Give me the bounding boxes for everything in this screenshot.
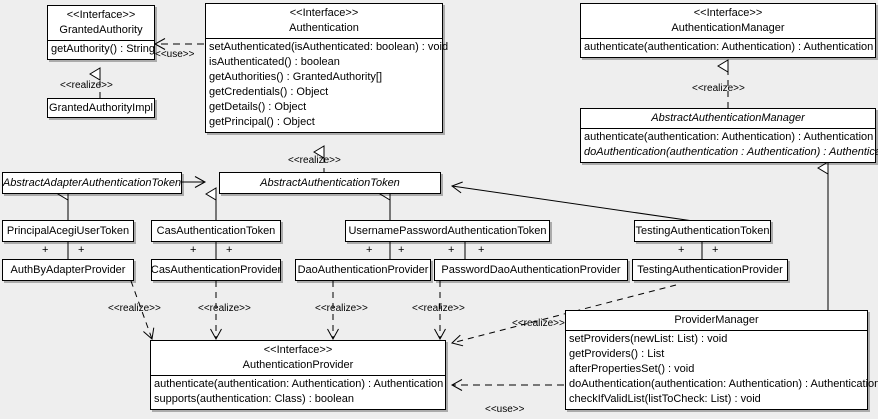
class-name: TestingAuthenticationProvider xyxy=(637,264,783,276)
class-dao-authentication-provider[interactable]: DaoAuthenticationProvider xyxy=(295,259,431,281)
method-item: afterPropertiesSet() : void xyxy=(569,363,695,375)
method-item: supports(authentication: Class) : boolea… xyxy=(154,393,354,405)
label-use-authentication-granted-authority: <<use>> xyxy=(155,49,195,60)
class-testing-authentication-token[interactable]: TestingAuthenticationToken xyxy=(634,220,771,242)
method-item: authenticate(authentication: Authenticat… xyxy=(584,131,874,143)
class-name: Authentication xyxy=(289,22,359,34)
label-realize-granted-authority-impl: <<realize>> xyxy=(60,80,113,91)
method-compartment: setProviders(newList: List) : void getPr… xyxy=(566,330,878,409)
method-compartment: authenticate(authentication: Authenticat… xyxy=(581,128,878,162)
method-compartment: authenticate(authentication: Authenticat… xyxy=(151,375,445,409)
method-item: getDetails() : Object xyxy=(209,101,307,113)
class-name: DaoAuthenticationProvider xyxy=(297,264,429,276)
class-name: AbstractAdapterAuthenticationToken xyxy=(2,177,182,189)
method-item: getProviders() : List xyxy=(569,348,665,360)
class-password-dao-authentication-provider[interactable]: PasswordDaoAuthenticationProvider xyxy=(434,259,628,281)
assoc-plus-marker: + xyxy=(366,244,373,256)
class-header: <<Interface>> AuthenticationManager xyxy=(581,4,875,38)
method-item: getAuthority() : String xyxy=(51,43,155,55)
class-name: AuthByAdapterProvider xyxy=(10,264,126,276)
method-item: setProviders(newList: List) : void xyxy=(569,333,728,345)
label-realize-dao-authentication-provider: <<realize>> xyxy=(315,303,368,314)
class-name: TestingAuthenticationToken xyxy=(635,225,770,237)
label-realize-password-dao-authentication-provider: <<realize>> xyxy=(412,303,465,314)
class-name: AuthenticationManager xyxy=(671,22,785,34)
method-item: authenticate(authentication: Authenticat… xyxy=(584,41,874,53)
class-principal-acegi-user-token[interactable]: PrincipalAcegiUserToken xyxy=(2,220,134,242)
class-abstract-adapter-authentication-token[interactable]: AbstractAdapterAuthenticationToken xyxy=(2,172,182,194)
method-item: getCredentials() : Object xyxy=(209,86,329,98)
class-provider-manager[interactable]: ProviderManager setProviders(newList: Li… xyxy=(565,310,878,410)
label-realize-cas-authentication-provider: <<realize>> xyxy=(198,303,251,314)
class-name: CasAuthenticationProvider xyxy=(150,264,282,276)
method-item: isAuthenticated() : boolean xyxy=(209,56,340,68)
class-name: PrincipalAcegiUserToken xyxy=(6,225,130,237)
assoc-plus-marker: + xyxy=(678,244,685,256)
class-authentication-provider[interactable]: <<Interface>> AuthenticationProvider aut… xyxy=(150,340,446,410)
label-use-provider-manager-authentication-provider: <<use>> xyxy=(485,404,525,415)
class-name: AbstractAuthenticationToken xyxy=(260,177,400,189)
class-name: UsernamePasswordAuthenticationToken xyxy=(348,225,547,237)
class-header: AbstractAuthenticationManager xyxy=(581,109,875,128)
class-authentication-manager[interactable]: <<Interface>> AuthenticationManager auth… xyxy=(580,3,876,58)
class-granted-authority-impl[interactable]: GrantedAuthorityImpl xyxy=(47,98,155,118)
edge-generalize-testing-authentication-token xyxy=(450,181,701,223)
method-compartment: authenticate(authentication: Authenticat… xyxy=(581,38,875,57)
assoc-plus-marker: + xyxy=(448,244,455,256)
stereotype-label: <<Interface>> xyxy=(263,344,333,356)
method-item: doAuthentication(authentication : Authen… xyxy=(584,146,878,158)
class-cas-authentication-token[interactable]: CasAuthenticationToken xyxy=(151,220,281,242)
assoc-plus-marker: + xyxy=(226,244,233,256)
assoc-plus-marker: + xyxy=(190,244,197,256)
class-name: PasswordDaoAuthenticationProvider xyxy=(441,264,621,276)
class-auth-by-adapter-provider[interactable]: AuthByAdapterProvider xyxy=(2,259,134,281)
class-abstract-authentication-manager[interactable]: AbstractAuthenticationManager authentica… xyxy=(580,108,878,163)
method-compartment: getAuthority() : String xyxy=(48,40,155,59)
assoc-plus-marker: + xyxy=(42,244,49,256)
stereotype-label: <<Interface>> xyxy=(66,9,136,21)
stereotype-label: <<Interface>> xyxy=(289,7,359,19)
label-realize-abstract-authentication-manager: <<realize>> xyxy=(692,83,745,94)
class-name: ProviderManager xyxy=(674,314,759,326)
class-name: CasAuthenticationToken xyxy=(156,225,276,237)
class-name: GrantedAuthority xyxy=(59,24,143,36)
method-item: getPrincipal() : Object xyxy=(209,116,315,128)
method-item: getAuthorities() : GrantedAuthority[] xyxy=(209,71,383,83)
assoc-plus-marker: + xyxy=(712,244,719,256)
class-header: ProviderManager xyxy=(566,311,867,330)
class-name: AuthenticationProvider xyxy=(242,359,354,371)
assoc-plus-marker: + xyxy=(398,244,405,256)
class-cas-authentication-provider[interactable]: CasAuthenticationProvider xyxy=(151,259,281,281)
class-name: AbstractAuthenticationManager xyxy=(651,112,805,124)
label-realize-auth-by-adapter-provider: <<realize>> xyxy=(108,303,161,314)
class-abstract-authentication-token[interactable]: AbstractAuthenticationToken xyxy=(219,172,441,194)
class-testing-authentication-provider[interactable]: TestingAuthenticationProvider xyxy=(632,259,788,281)
class-username-password-authentication-token[interactable]: UsernamePasswordAuthenticationToken xyxy=(345,220,550,242)
method-item: checkIfValidList(listToCheck: List) : vo… xyxy=(569,393,761,405)
method-item: setAuthenticated(isAuthenticated: boolea… xyxy=(209,41,449,53)
class-header: <<Interface>> AuthenticationProvider xyxy=(151,341,445,375)
label-realize-abstract-authentication-token: <<realize>> xyxy=(288,155,341,166)
class-header: <<Interface>> GrantedAuthority xyxy=(48,6,154,40)
label-realize-provider-manager: <<realize>> xyxy=(512,318,565,329)
class-header: <<Interface>> Authentication xyxy=(206,4,442,38)
assoc-plus-marker: + xyxy=(78,244,85,256)
method-compartment: setAuthenticated(isAuthenticated: boolea… xyxy=(206,38,449,132)
method-item: authenticate(authentication: Authenticat… xyxy=(154,378,444,390)
stereotype-label: <<Interface>> xyxy=(693,7,763,19)
class-name: GrantedAuthorityImpl xyxy=(49,102,153,114)
method-item: doAuthentication(authentication: Authent… xyxy=(569,378,878,390)
assoc-plus-marker: + xyxy=(478,244,485,256)
class-authentication[interactable]: <<Interface>> Authentication setAuthenti… xyxy=(205,3,449,133)
class-granted-authority[interactable]: <<Interface>> GrantedAuthority getAuthor… xyxy=(47,5,155,60)
